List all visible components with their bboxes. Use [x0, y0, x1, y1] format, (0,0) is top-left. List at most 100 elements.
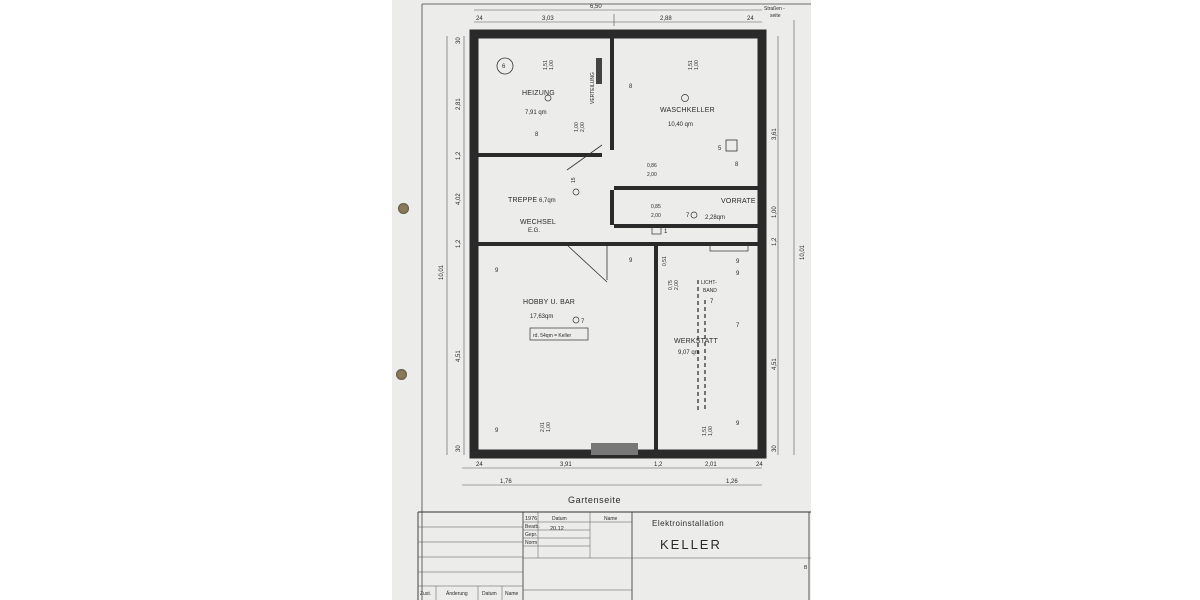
room-heizung-name: HEIZUNG — [522, 90, 555, 97]
werkstatt-win: 1,51 — [702, 426, 708, 436]
sym-7-c: 7 — [710, 299, 714, 305]
table-col-datum: Datum — [552, 516, 567, 522]
wasch-win: 1,51 — [688, 60, 694, 70]
stair-line — [566, 144, 603, 171]
dim-right-3: 1,2 — [772, 237, 778, 246]
dim-right-5: 30 — [772, 445, 778, 452]
distribution-board — [596, 58, 602, 84]
dim-bottom-g: 1,26 — [726, 479, 738, 485]
dim-left-5: 1,2 — [456, 239, 462, 248]
door-dim-5: 0,51 — [662, 256, 668, 266]
dim-left-3: 1,2 — [456, 151, 462, 160]
sym-1: 1 — [664, 229, 668, 235]
room-vorrate-name: VORRATE — [721, 198, 756, 205]
dim-left-4: 4,02 — [456, 193, 462, 205]
light-symbol-icon — [681, 94, 689, 102]
sym-7-b: 7 — [581, 319, 585, 325]
room-treppe-name: TREPPE — [508, 197, 537, 204]
drawing-title: KELLER — [660, 537, 722, 552]
dim-top-edge-b: 24 — [747, 16, 754, 22]
table-col-name: Name — [604, 516, 618, 522]
dim-bottom-a: 24 — [476, 462, 483, 468]
door-dim-2b: 2,00 — [647, 172, 657, 178]
table-name: Name — [505, 591, 519, 597]
sym-8-b: 8 — [629, 84, 633, 90]
table-corner: B — [804, 565, 808, 571]
dim-top-right: 2,88 — [660, 16, 672, 22]
sym-5: 5 — [718, 146, 722, 152]
dim-bottom-f: 1,76 — [500, 479, 512, 485]
sym-9-e: 9 — [736, 271, 740, 277]
room-hobby-name: HOBBY U. BAR — [523, 299, 575, 306]
washer-symbol-icon — [725, 139, 738, 152]
table-norm: Norm — [525, 540, 537, 546]
dim-left-overall: 10,01 — [439, 264, 445, 280]
title-block — [417, 511, 811, 600]
door-dim-3b: 2,00 — [651, 213, 661, 219]
street-label-2: seite — [770, 13, 781, 19]
light-symbol-icon — [572, 316, 580, 324]
wasch-win2: 1,00 — [694, 60, 700, 70]
dim-top-edge-a: 24 — [476, 16, 483, 22]
shelf-symbol — [709, 244, 749, 252]
dim-right-overall: 10,01 — [800, 244, 806, 260]
room-heizung-area: 7,91 qm — [525, 110, 547, 116]
table-year: 1976 — [525, 516, 537, 522]
room-treppe-area: 6,7qm — [539, 198, 556, 204]
table-datum: Datum — [482, 591, 497, 597]
heizung-win: 1,51 — [543, 60, 549, 70]
door-dim-1b: 2,00 — [580, 122, 586, 132]
drawing-subject: Elektroinstallation — [652, 519, 724, 528]
werkstatt-win2: 1,00 — [708, 426, 714, 436]
sym-9-b: 9 — [495, 428, 499, 434]
light-symbol-icon — [572, 188, 580, 196]
light-symbol-icon — [544, 94, 552, 102]
table-bearb: Bearb. — [525, 524, 540, 530]
dim-left-7: 30 — [456, 445, 462, 452]
sym-8-a: 8 — [535, 132, 539, 138]
table-bearb-val: 20.12 — [550, 526, 564, 532]
licht-label-1: LICHT- — [701, 280, 717, 286]
door-dim-4: 0,75 — [668, 280, 674, 290]
dim-bottom-b: 3,91 — [560, 462, 572, 468]
sym-8-c: 8 — [735, 162, 739, 168]
street-label-1: Straßen - — [764, 6, 785, 12]
room-waschkeller-name: WASCHKELLER — [660, 107, 715, 114]
sym-9-f: 9 — [736, 421, 740, 427]
licht-label-2: BAND — [703, 288, 717, 294]
room-waschkeller-area: 10,40 qm — [668, 122, 693, 128]
sym-7-a: 7 — [686, 213, 690, 219]
table-gepr: Gepr. — [525, 532, 537, 538]
garden-label: Gartenseite — [568, 495, 621, 505]
heizung-win2: 1,00 — [549, 60, 555, 70]
dim-bottom-c: 1,2 — [654, 462, 663, 468]
sym-7-d: 7 — [736, 323, 740, 329]
dim-right-4: 4,51 — [772, 358, 778, 370]
sym-15: 15 — [571, 177, 577, 183]
dim-right-2: 1,00 — [772, 206, 778, 218]
sym-9-a: 9 — [495, 268, 499, 274]
table-zust: Zust. — [420, 591, 431, 597]
dim-left-6: 4,51 — [456, 350, 462, 362]
room-wechsel-name: WECHSEL — [520, 219, 556, 226]
dim-bottom-d: 2,01 — [705, 462, 717, 468]
garden-door — [591, 443, 638, 455]
room-werkstatt-area: 9,07 qm — [678, 350, 700, 356]
dim-top-width: 6,50 — [590, 4, 602, 10]
dim-left-1: 30 — [456, 37, 462, 44]
floor-plan-sheet: 6,50 24 3,03 2,88 24 Straßen - seite 30 … — [392, 0, 811, 600]
sym-9-d: 9 — [736, 259, 740, 265]
punch-hole-bottom — [396, 369, 407, 380]
socket-symbol-icon — [651, 224, 662, 235]
area-note-box — [529, 327, 589, 341]
marker-circle — [496, 57, 514, 75]
sym-9-c: 9 — [629, 258, 633, 264]
hobby-win: 2,01 — [540, 422, 546, 432]
floor-plan-drawing: 6,50 24 3,03 2,88 24 Straßen - seite 30 … — [417, 3, 811, 600]
room-wechsel-floor: E.G. — [528, 228, 540, 234]
door-dim-4b: 2,00 — [674, 280, 680, 290]
table-anderung: Änderung — [446, 590, 468, 597]
light-symbol-icon — [690, 211, 698, 219]
dim-left-2: 2,81 — [456, 98, 462, 110]
door-dim-2: 0,86 — [647, 163, 657, 169]
